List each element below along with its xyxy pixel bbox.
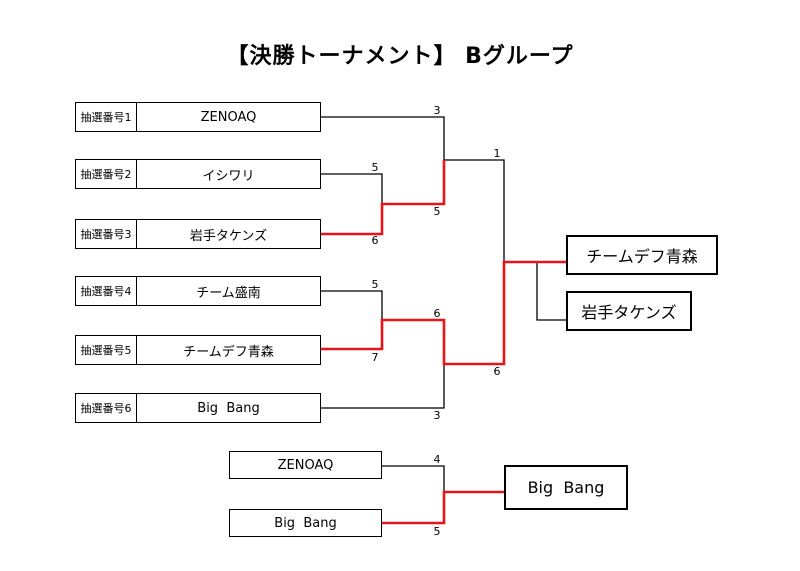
score-semifinal1-winner: 5 (433, 205, 441, 218)
score-match2-team4: 5 (371, 278, 379, 291)
winner-path-third-place (382, 490, 504, 525)
winner-path-team3 (321, 160, 446, 236)
score-semifinal1-team1: 3 (433, 104, 441, 117)
bracket-line-team4 (321, 290, 383, 320)
bracket-line-final-top (444, 159, 505, 262)
lot-number-5: 抽選番号5 (75, 335, 137, 365)
third-place-team-bottom: Big Bang (229, 509, 382, 537)
team-box-2: イシワリ (136, 159, 321, 189)
team-box-4: チーム盛南 (136, 276, 321, 306)
score-match1-team2: 5 (371, 161, 379, 174)
team-box-3: 岩手タケンズ (136, 219, 321, 249)
winner-path-team5 (321, 260, 566, 366)
bracket-line-third-top (382, 465, 445, 492)
score-third-place-bottom: 5 (433, 525, 441, 538)
lot-number-2: 抽選番号2 (75, 159, 137, 189)
team-box-5: チームデフ青森 (136, 335, 321, 365)
page-title: 【決勝トーナメント】 Bグループ (226, 44, 574, 69)
winner-box: チームデフ青森 (566, 235, 718, 275)
bracket-line-runner-up (536, 262, 566, 321)
score-semifinal2-team6: 3 (433, 409, 441, 422)
bracket-line-team2 (321, 173, 383, 204)
team-box-6: Big Bang (136, 393, 321, 423)
lot-number-6: 抽選番号6 (75, 393, 137, 423)
bracket-line-team1 (321, 116, 445, 160)
score-match1-team3: 6 (371, 234, 379, 247)
third-place-winner-box: Big Bang (504, 465, 628, 510)
score-semifinal2-winner: 6 (433, 307, 441, 320)
bracket-line-team6 (321, 364, 445, 409)
lot-number-4: 抽選番号4 (75, 276, 137, 306)
score-third-place-top: 4 (433, 453, 441, 466)
third-place-team-top: ZENOAQ (229, 451, 382, 479)
score-final-top: 1 (493, 147, 501, 160)
runner-up-box: 岩手タケンズ (566, 291, 692, 331)
lot-number-1: 抽選番号1 (75, 102, 137, 132)
score-final-bottom: 6 (493, 365, 501, 378)
score-match2-team5: 7 (371, 351, 379, 364)
team-box-1: ZENOAQ (136, 102, 321, 132)
